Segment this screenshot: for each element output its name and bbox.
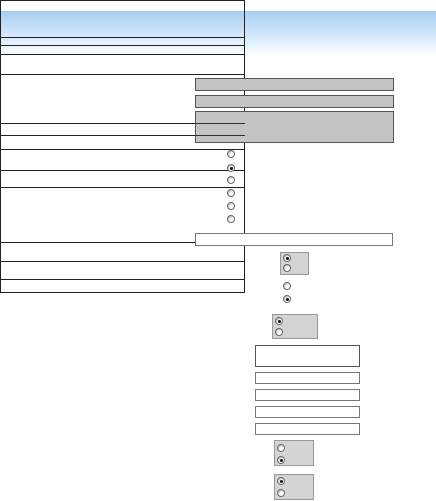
panel-divider xyxy=(0,149,245,150)
radio-option[interactable] xyxy=(277,444,285,452)
text-input-value xyxy=(256,408,262,420)
wide-input-value xyxy=(196,235,202,247)
panel-divider xyxy=(0,74,245,75)
panel-divider xyxy=(0,37,245,38)
radio-option[interactable] xyxy=(277,489,285,497)
radio-option[interactable] xyxy=(277,456,285,464)
gray-field[interactable] xyxy=(195,95,394,108)
panel-divider xyxy=(0,170,245,171)
text-input-value xyxy=(256,391,262,403)
panel-divider xyxy=(0,123,245,124)
text-input[interactable] xyxy=(255,423,360,435)
text-input-value xyxy=(256,425,262,437)
gray-field-value xyxy=(196,80,202,92)
radio-option[interactable] xyxy=(283,264,291,272)
radio-option[interactable] xyxy=(227,164,235,172)
radio-option[interactable] xyxy=(283,254,291,262)
header-banner xyxy=(0,11,436,57)
text-input[interactable] xyxy=(255,345,360,367)
radio-option[interactable] xyxy=(227,176,235,184)
panel-divider xyxy=(0,279,245,280)
panel-divider xyxy=(0,242,245,243)
panel-divider xyxy=(0,45,245,46)
wide-input[interactable] xyxy=(195,233,393,246)
radio-option[interactable] xyxy=(227,215,235,223)
radio-option[interactable] xyxy=(275,328,283,336)
left-panel xyxy=(0,0,245,293)
radio-option[interactable] xyxy=(283,295,291,303)
text-input-value xyxy=(256,347,262,359)
radio-option[interactable] xyxy=(275,317,283,325)
radio-option[interactable] xyxy=(227,202,235,210)
panel-divider xyxy=(0,135,245,136)
text-input-value xyxy=(256,374,262,386)
gray-field[interactable] xyxy=(195,78,394,91)
panel-divider xyxy=(195,123,245,124)
text-input[interactable] xyxy=(255,372,360,384)
text-input[interactable] xyxy=(255,406,360,418)
gray-field[interactable] xyxy=(195,111,394,143)
radio-option[interactable] xyxy=(227,189,235,197)
panel-divider xyxy=(195,135,245,136)
radio-option[interactable] xyxy=(227,150,235,158)
panel-divider xyxy=(0,54,245,55)
gray-field-value xyxy=(196,97,202,109)
panel-divider xyxy=(0,261,245,262)
radio-option[interactable] xyxy=(283,282,291,290)
text-input[interactable] xyxy=(255,389,360,401)
radio-option[interactable] xyxy=(277,477,285,485)
panel-divider xyxy=(0,187,245,188)
